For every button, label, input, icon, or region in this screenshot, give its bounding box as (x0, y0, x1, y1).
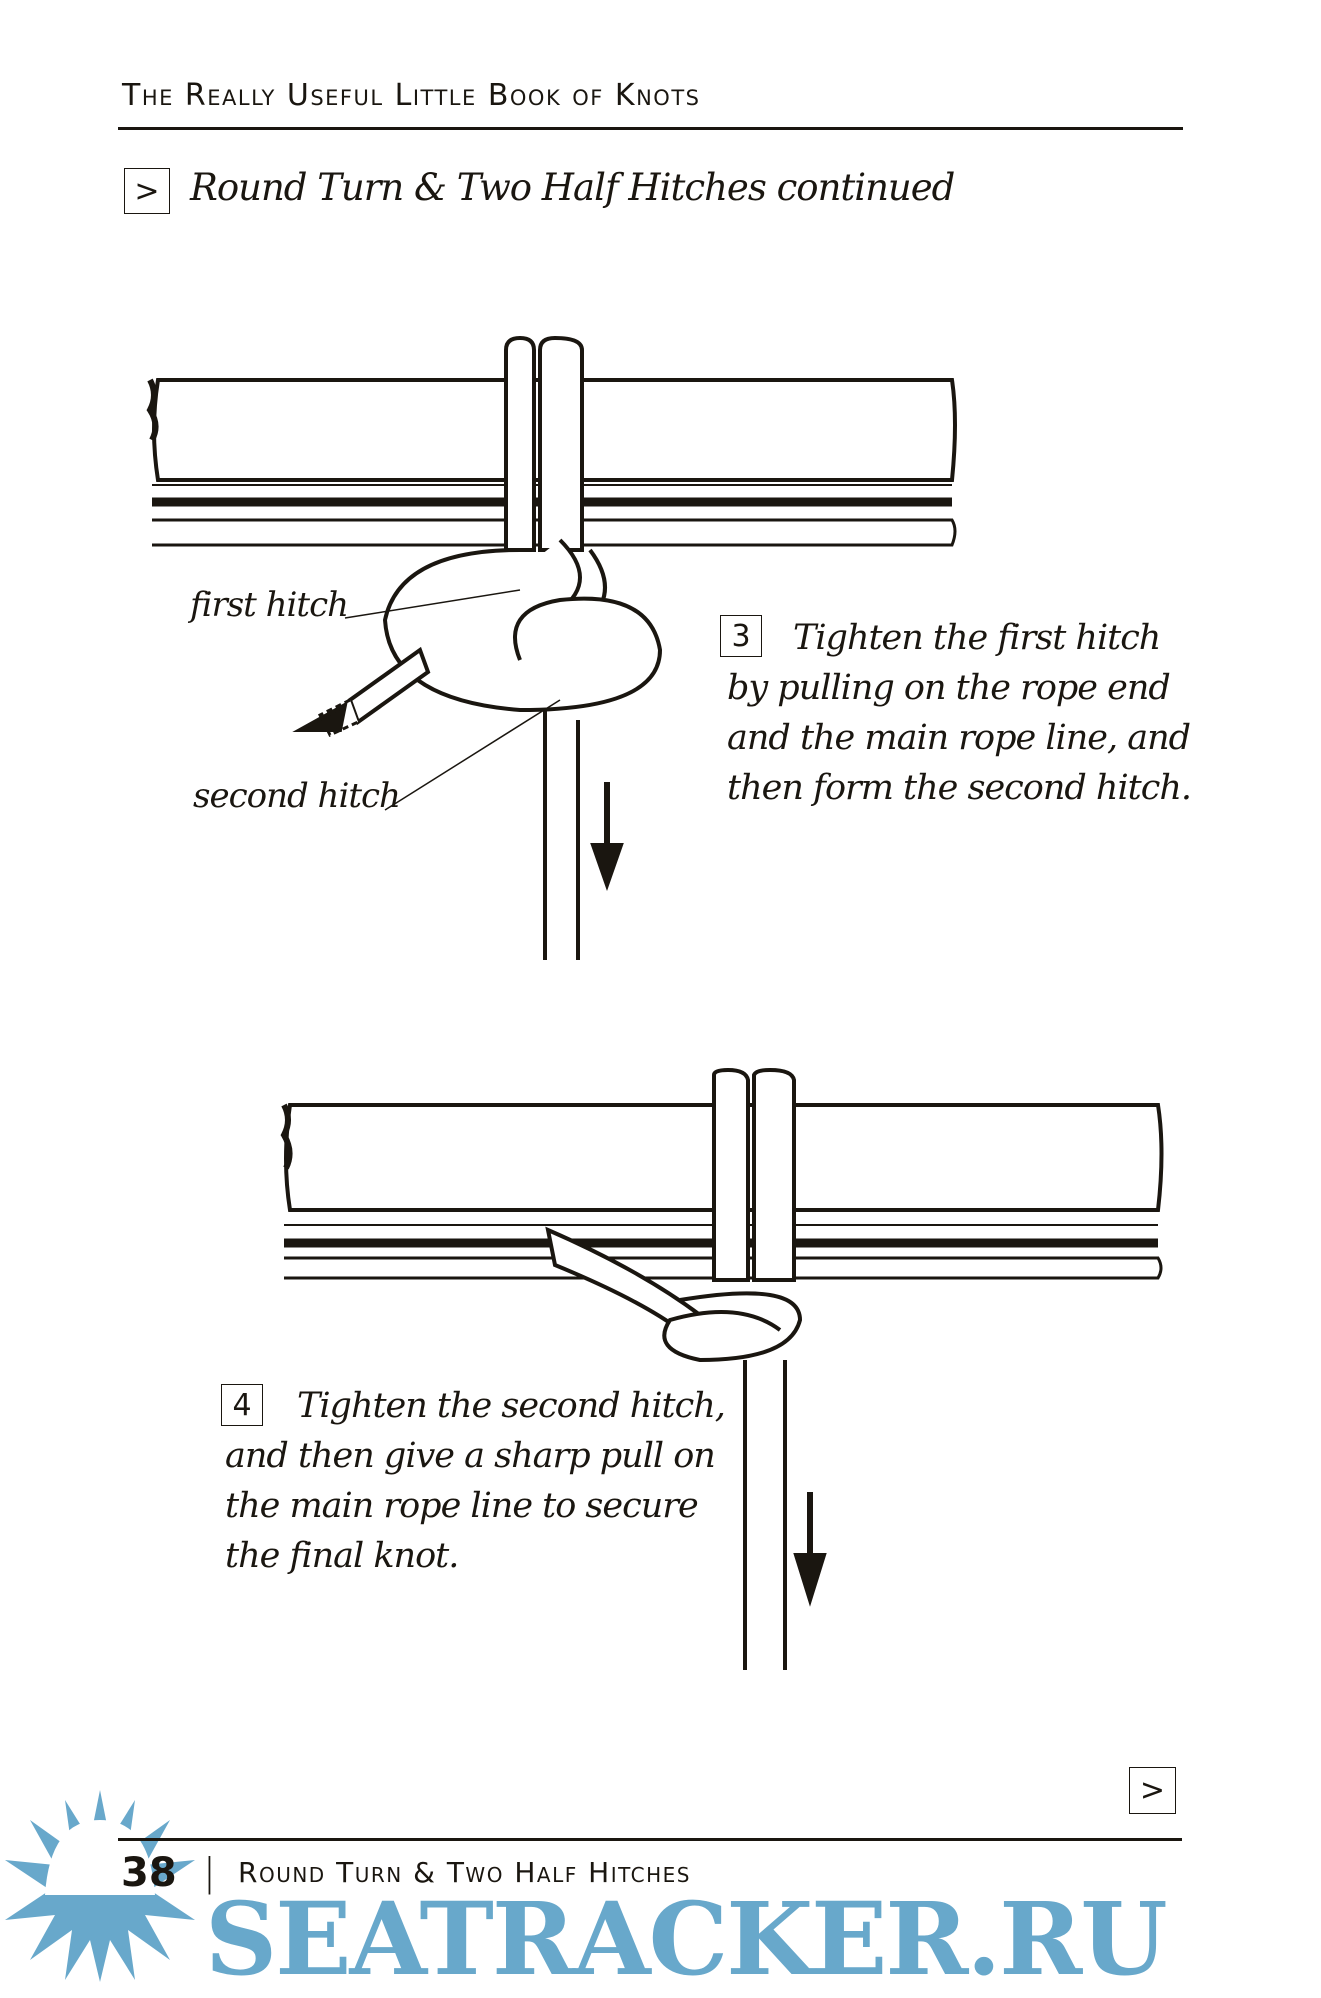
step-3-text: Tighten the first hitch by pulling on th… (727, 613, 1192, 813)
step-4-text: Tighten the second hitch, and then give … (225, 1381, 726, 1581)
pull-arrow-icon (590, 782, 624, 892)
first-hitch-leader (344, 589, 521, 619)
step-4-line: the final knot. (225, 1536, 459, 1576)
next-page-marker[interactable]: > (1129, 1767, 1176, 1814)
label-first-hitch: first hitch (190, 585, 349, 625)
footer-rule (118, 1838, 1182, 1841)
rope (545, 1067, 803, 1670)
page-number: 38 (121, 1850, 177, 1896)
step-3-number: 3 (720, 615, 762, 657)
watermark: SEATRACKER.RU (205, 1880, 1168, 1998)
step-3-line: Tighten the first hitch (793, 618, 1161, 658)
rope (292, 335, 663, 960)
second-hitch-leader (384, 699, 561, 811)
step-4-line: and then give a sharp pull on (225, 1436, 716, 1476)
step-4-number: 4 (221, 1384, 263, 1426)
step-3-line: and the main rope line, and (727, 718, 1191, 758)
section-title: Round Turn & Two Half Hitches continued (190, 166, 955, 209)
section-marker: > (124, 168, 170, 214)
knot-illustration-step-4 (280, 1067, 1164, 1670)
footer-separator: | (203, 1850, 216, 1894)
pull-arrow-icon (793, 1492, 827, 1607)
header-rule (118, 127, 1183, 130)
step-4-line: the main rope line to secure (225, 1486, 699, 1526)
running-header: The Really Useful Little Book of Knots (122, 78, 701, 113)
step-3-line: then form the second hitch. (727, 768, 1192, 808)
knot-illustration-step-3 (146, 335, 957, 960)
footer-chapter-title: Round Turn & Two Half Hitches (238, 1856, 691, 1889)
step-4-line: Tighten the second hitch, (297, 1386, 726, 1426)
label-second-hitch: second hitch (193, 776, 401, 816)
step-3-line: by pulling on the rope end (727, 668, 1171, 708)
